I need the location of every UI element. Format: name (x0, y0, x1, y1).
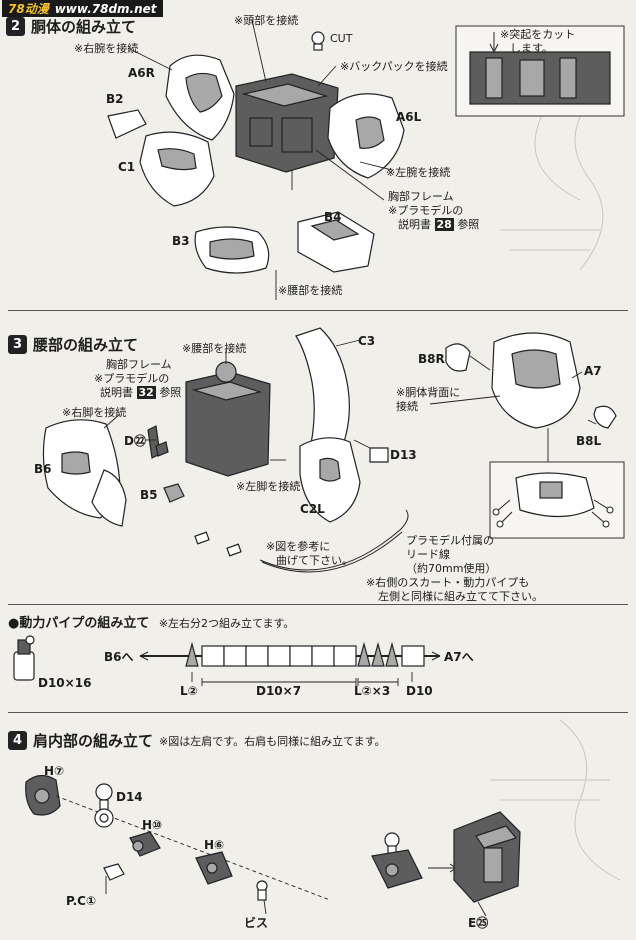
label-b8l: B8L (576, 434, 602, 448)
label-chest-ref-suffix-2: 参照 (159, 386, 182, 399)
bend-note-line1: ※図を参考に (266, 540, 331, 553)
label-a7-to: A7へ (444, 650, 474, 664)
label-d10: D10 (406, 684, 433, 698)
section-divider (8, 712, 628, 713)
step4-drawing (25, 774, 521, 917)
label-b4: B4 (324, 210, 342, 224)
label-d10x16: D10×16 (38, 676, 92, 690)
lead-wire-line3: （約70mm使用） (406, 562, 497, 575)
cut-note-line2: します。 (510, 42, 553, 55)
step3-number: 3 (8, 335, 27, 354)
section-divider (8, 310, 628, 311)
label-right-leg-connect: ※右脚を接続 (62, 406, 127, 419)
step2-number: 2 (6, 17, 25, 36)
label-h10: H⑩ (142, 818, 163, 832)
label-b6-to: B6へ (104, 650, 134, 664)
step4-header: 4 肩内部の組み立て ※図は左肩です。右肩も同様に組み立てます。 (8, 730, 385, 751)
label-b6: B6 (34, 462, 52, 476)
step4-number: 4 (8, 731, 27, 750)
label-chest-ref-2: 説明書 32 参照 (100, 384, 181, 400)
watermark-url: www.78dm.net (54, 1, 157, 16)
label-skirt-note: ※右側のスカート・動力パイプも 左側と同様に組み立てて下さい。 (366, 576, 543, 604)
label-a6r: A6R (128, 66, 155, 80)
step3-header: 3 腰部の組み立て (8, 334, 138, 355)
label-b5: B5 (140, 488, 158, 502)
step3-title: 腰部の組み立て (33, 336, 139, 354)
label-a7: A7 (584, 364, 602, 378)
label-waist-connect-2: ※腰部を接続 (182, 342, 247, 355)
label-l2: L② (180, 684, 198, 698)
label-torso-back: ※胴体背面に 接続 (396, 386, 460, 414)
label-b2: B2 (106, 92, 124, 106)
label-lead-wire: プラモデル付属の リード線 （約70mm使用） (406, 534, 496, 576)
cut-note-line1: ※突起をカット (500, 28, 576, 41)
label-chest-frame: 胸部フレーム (388, 190, 454, 203)
step3-drawing (42, 327, 625, 573)
pipe-drawing (13, 635, 441, 686)
label-pc1: P.C① (66, 894, 97, 908)
label-b8r: B8R (418, 352, 445, 366)
label-backpack-connect: ※バックパックを接続 (340, 60, 448, 73)
label-chest-frame-2: 胸部フレーム (106, 358, 172, 371)
chest-ref-badge-2: 32 (136, 386, 156, 399)
torso-back-line2: 接続 (396, 400, 418, 413)
label-h6: H⑥ (204, 838, 225, 852)
label-right-arm-connect: ※右腕を接続 (74, 42, 139, 55)
label-d10x7: D10×7 (256, 684, 302, 698)
pipe-header: ●動力パイプの組み立て ※左右分2つ組み立てます。 (8, 612, 294, 631)
label-cut-note: ※突起をカット します。 (500, 28, 575, 56)
label-d13: D13 (390, 448, 417, 462)
step2-drawing (107, 19, 625, 300)
label-left-leg-connect: ※左脚を接続 (236, 480, 301, 493)
bend-note-line2: 曲げて下さい。 (276, 554, 353, 567)
step4-title: 肩内部の組み立て (33, 732, 154, 750)
label-chest-note: ※プラモデルの (388, 202, 463, 218)
label-d14: D14 (116, 790, 143, 804)
lead-wire-line1: プラモデル付属の (406, 534, 494, 547)
label-c1: C1 (118, 160, 136, 174)
label-l2x3: L②×3 (354, 684, 391, 698)
label-cut: CUT (330, 32, 353, 45)
skirt-note-line1: ※右側のスカート・動力パイプも (366, 576, 530, 589)
label-chest-ref: 説明書 28 参照 (398, 216, 479, 232)
label-bend-note: ※図を参考に 曲げて下さい。 (266, 540, 353, 568)
step4-note: ※図は左肩です。右肩も同様に組み立てます。 (159, 734, 386, 748)
label-c2l: C2L (300, 502, 325, 516)
label-chest-note-2b: 説明書 (100, 386, 133, 399)
label-h7: H⑦ (44, 764, 65, 778)
label-b3: B3 (172, 234, 190, 248)
step2-title: 胴体の組み立て (31, 18, 137, 36)
watermark: 78动漫 www.78dm.net (2, 0, 163, 17)
label-chest-note-2: 説明書 (398, 218, 431, 231)
label-chest-ref-suffix: 参照 (457, 218, 480, 231)
pipe-title: ●動力パイプの組み立て (8, 616, 150, 631)
label-left-arm-connect: ※左腕を接続 (386, 166, 451, 179)
label-head-connect: ※頭部を接続 (234, 14, 299, 27)
lead-wire-line2: リード線 (406, 548, 450, 561)
watermark-brand: 78动漫 (8, 2, 49, 16)
label-chest-note-2a: ※プラモデルの (94, 372, 170, 385)
label-c3: C3 (358, 334, 376, 348)
label-screw: ビス (244, 916, 269, 930)
label-chest-note-1: ※プラモデルの (388, 204, 464, 217)
label-waist-connect: ※腰部を接続 (278, 284, 343, 297)
pipe-note: ※左右分2つ組み立てます。 (158, 617, 295, 630)
label-e25: E㉕ (468, 916, 489, 930)
label-a6l: A6L (396, 110, 422, 124)
background-ghost-art (490, 39, 621, 881)
section-divider (8, 604, 628, 605)
skirt-note-line2: 左側と同様に組み立てて下さい。 (378, 590, 543, 603)
label-d22: D㉒ (124, 434, 146, 448)
torso-back-line1: ※胴体背面に (396, 386, 461, 399)
chest-ref-badge: 28 (434, 218, 454, 231)
step2-header: 2 胴体の組み立て (6, 16, 136, 37)
